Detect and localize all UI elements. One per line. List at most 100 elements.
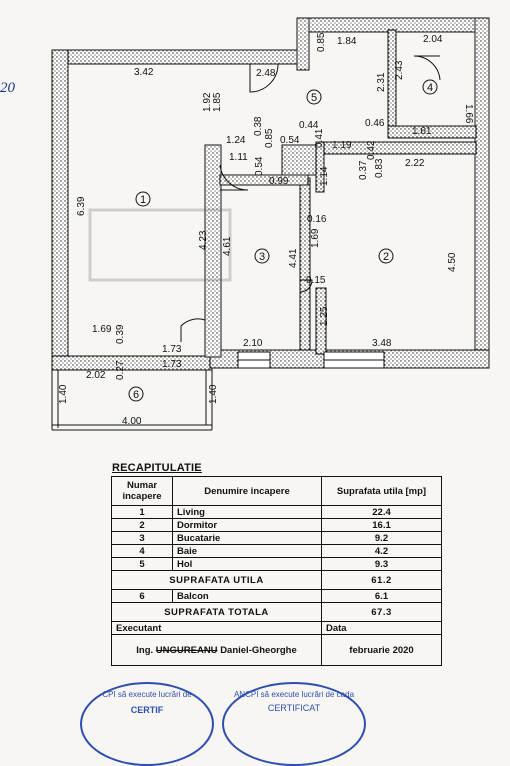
row-area: 16.1	[321, 518, 442, 532]
dim-label: 2.10	[243, 338, 263, 349]
col-name-header: Denumire incapere	[172, 476, 322, 506]
row-nr: 6	[111, 589, 173, 603]
table-row: 6 Balcon 6.1	[111, 589, 442, 603]
table-header: Numar incapere Denumire incapere Suprafa…	[111, 476, 442, 506]
dim-label: 3.48	[372, 338, 392, 349]
row-nr: 4	[111, 544, 173, 558]
stamp-left-text: CPI să execute lucrări de	[102, 690, 192, 699]
row-name: Hol	[172, 557, 322, 571]
dim-label: 2.04	[423, 34, 443, 45]
dim-label: 4.41	[288, 248, 299, 268]
dim-label: 0.85	[316, 32, 327, 52]
room-number-1: 1	[140, 194, 146, 206]
row-area: 22.4	[321, 505, 442, 519]
walls	[51, 17, 490, 371]
dim-label: 0.15	[306, 275, 326, 286]
row-name: Dormitor	[172, 518, 322, 532]
room-number-6: 6	[133, 389, 139, 401]
dim-label: 0.27	[115, 360, 126, 380]
executant-label: Executant	[111, 621, 322, 635]
signature-row: Ing. UNGUREANU Daniel-Gheorghe februarie…	[111, 634, 442, 666]
table-row: 5 Hol 9.3	[111, 557, 442, 571]
engineer-prefix: Ing.	[136, 644, 154, 656]
door-swings	[180, 55, 441, 342]
dim-label: 1.85	[212, 92, 223, 112]
faded-stamp	[88, 208, 232, 282]
room-number-4: 4	[427, 82, 433, 94]
row-name: Bucatarie	[172, 531, 322, 545]
row-name: Living	[172, 505, 322, 519]
col-area-header: Suprafata utila [mp]	[321, 476, 442, 506]
dim-label: 4.50	[447, 252, 458, 272]
dim-label: 0.37	[358, 160, 369, 180]
dim-label: 2.31	[376, 72, 387, 92]
dim-label: 0.83	[374, 158, 385, 178]
useful-area-value: 61.2	[321, 570, 442, 590]
dim-label: 6.39	[76, 196, 87, 216]
useful-area-label: SUPRAFATA UTILA	[111, 570, 322, 590]
total-area-label: SUPRAFATA TOTALA	[111, 602, 322, 622]
dim-label: 1.25	[319, 306, 330, 326]
balcony-outline	[51, 370, 213, 431]
dim-label: 1.69	[92, 324, 112, 335]
dim-label: 1.40	[58, 384, 69, 404]
dim-label: 1.61	[412, 126, 432, 137]
stamp-left-inner: CERTIF	[130, 705, 164, 715]
margin-note: 20	[0, 80, 15, 96]
dim-label: 4.61	[222, 236, 233, 256]
dim-label: 0.54	[280, 135, 300, 146]
stamp-right-inner: CERTIFICAT	[267, 703, 321, 713]
floor-plan: 3.42 2.48 1.84 0.85 2.04 1.92 1.85 2.31 …	[51, 17, 490, 431]
total-area-value: 67.3	[321, 602, 442, 622]
dim-label: 4.00	[122, 416, 142, 427]
dim-label: 0.38	[253, 116, 264, 136]
table-row: 3 Bucatarie 9.2	[111, 531, 442, 545]
stamp-left: CPI să execute lucrări de CERTIF	[80, 682, 214, 766]
dim-label: 0.44	[299, 120, 319, 131]
dim-label: 4.23	[198, 230, 209, 250]
dim-label: 1.66	[463, 104, 474, 124]
useful-area-row: SUPRAFATA UTILA 61.2	[111, 570, 442, 590]
table-row: 4 Baie 4.2	[111, 544, 442, 558]
dim-label: 0.46	[365, 118, 385, 129]
row-area: 9.3	[321, 557, 442, 571]
data-label: Data	[321, 621, 442, 635]
col-number-header: Numar incapere	[111, 476, 173, 506]
room-number-3: 3	[259, 251, 265, 263]
row-nr: 5	[111, 557, 173, 571]
row-nr: 3	[111, 531, 173, 545]
dim-label: 1.92	[202, 92, 213, 112]
dim-label: 0.99	[269, 176, 289, 187]
dim-label: 1.11	[229, 152, 248, 163]
engineer-surname: UNGUREANU	[155, 644, 218, 656]
dim-label: 1.14	[319, 166, 330, 186]
row-nr: 2	[111, 518, 173, 532]
row-area: 4.2	[321, 544, 442, 558]
dim-label: 1.73	[162, 344, 182, 355]
room-number-2: 2	[383, 251, 389, 263]
dim-label: 0.39	[115, 324, 126, 344]
row-nr: 1	[111, 505, 173, 519]
stamp-right: ANCPI să execute lucrări de cada CERTIFI…	[222, 682, 366, 766]
dim-label: 0.42	[366, 140, 377, 160]
room-number-5: 5	[311, 92, 317, 104]
room-markers	[128, 79, 438, 402]
dim-label: 3.42	[134, 67, 154, 78]
row-name: Baie	[172, 544, 322, 558]
dim-label: 0.85	[264, 128, 275, 148]
signature-header-row: Executant Data	[111, 621, 442, 635]
stamp-right-text: ANCPI să execute lucrări de cada	[233, 690, 355, 699]
dim-label: 0.54	[254, 156, 265, 176]
windows	[237, 351, 385, 369]
row-area: 9.2	[321, 531, 442, 545]
row-area: 6.1	[321, 589, 442, 603]
dim-label: 1.19	[332, 140, 352, 151]
dim-label: 1.84	[337, 36, 357, 47]
dim-label: 2.02	[86, 370, 106, 381]
dimension-labels: 3.42 2.48 1.84 0.85 2.04 1.92 1.85 2.31 …	[58, 32, 474, 427]
dim-label: 1.69	[310, 228, 321, 248]
row-name: Balcon	[172, 589, 322, 603]
dim-label: 1.40	[208, 384, 219, 404]
dim-label: 2.43	[394, 60, 405, 80]
dim-label: 0.41	[314, 128, 325, 148]
